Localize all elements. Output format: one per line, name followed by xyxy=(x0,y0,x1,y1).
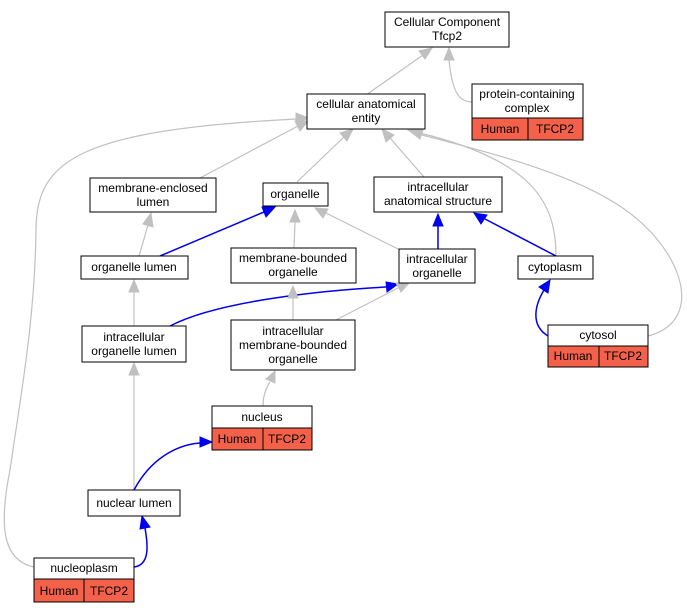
node-label-line: organelle xyxy=(270,187,320,201)
edge-cae-to-root xyxy=(365,54,424,96)
edge-nl-to-nucleus xyxy=(133,442,201,491)
arrow-head xyxy=(418,47,434,60)
node-intracellular-anatomical-structure[interactable]: intracellular anatomical structure xyxy=(373,176,503,213)
gene-label: TFCP2 xyxy=(536,122,574,136)
node-nuclear-lumen[interactable]: nuclear lumen xyxy=(87,489,181,517)
gene-label: TFCP2 xyxy=(268,432,306,446)
arrow-head xyxy=(261,206,277,218)
arrow-head xyxy=(287,284,299,299)
node-label-line: nucleus xyxy=(241,410,282,424)
arrow-head xyxy=(432,212,444,227)
edge-ias-to-cae xyxy=(389,137,425,178)
edge-iol-to-io xyxy=(169,286,387,327)
gene-badge-cell xyxy=(527,117,584,141)
node-label-line: organelle xyxy=(412,266,462,280)
species-label: Human xyxy=(554,349,593,363)
gene-label: TFCP2 xyxy=(90,584,128,598)
edge-imbo-to-io xyxy=(335,287,399,321)
node-label-line: anatomical structure xyxy=(384,194,492,208)
node-label-line: organelle xyxy=(268,352,318,366)
arrow-head xyxy=(339,128,354,142)
arrow-head xyxy=(385,281,400,293)
node-label-line: organelle xyxy=(268,265,318,279)
node-label-line: protein-containing xyxy=(479,87,574,101)
gene-badge-cell xyxy=(262,427,313,451)
node-cytosol[interactable]: cytosol Human TFCP2 xyxy=(547,324,649,368)
edge-nucleus-to-imbo xyxy=(262,381,271,407)
edge-cytoplasm-to-ias xyxy=(484,218,557,257)
edge-cytosol-to-cytoplasm xyxy=(535,289,549,337)
arrow-head xyxy=(313,207,329,219)
node-label-line: intracellular xyxy=(262,324,323,338)
node-organelle-lumen[interactable]: organelle lumen xyxy=(80,255,189,280)
node-label-line: cellular anatomical xyxy=(316,97,415,111)
arrow-head xyxy=(199,436,214,448)
edge-organelle-to-cae xyxy=(296,136,345,183)
edge-io-to-organelle xyxy=(325,212,401,251)
node-label-line: nucleoplasm xyxy=(50,561,117,575)
edge-ol-to-organelle xyxy=(159,211,265,257)
node-label-line: organelle lumen xyxy=(91,260,176,274)
node-label-line: lumen xyxy=(137,195,170,209)
edge-np-to-nl xyxy=(133,527,148,568)
edges xyxy=(3,46,683,568)
species-label: Human xyxy=(40,584,79,598)
arrow-head xyxy=(128,278,140,293)
node-cellular-component[interactable]: Cellular Component Tfcp2 xyxy=(384,11,510,48)
node-intracellular-organelle-lumen[interactable]: intracellular organelle lumen xyxy=(81,325,187,363)
node-nucleus[interactable]: nucleus Human TFCP2 xyxy=(211,405,313,451)
node-cellular-anatomical-entity[interactable]: cellular anatomical entity xyxy=(306,93,426,130)
arrow-head xyxy=(265,369,276,384)
arrow-head xyxy=(472,212,488,225)
node-intracellular-organelle[interactable]: intracellular organelle xyxy=(398,248,476,284)
node-organelle[interactable]: organelle xyxy=(262,182,329,207)
arrow-head xyxy=(443,46,455,61)
arrow-head xyxy=(395,282,411,293)
node-label-line: Tfcp2 xyxy=(432,29,462,43)
node-label-line: complex xyxy=(505,101,550,115)
gene-label: TFCP2 xyxy=(604,349,642,363)
arrow-head xyxy=(408,129,424,140)
arrow-head xyxy=(128,361,140,376)
node-label-line: cytosol xyxy=(579,328,616,342)
node-label-line: intracellular xyxy=(103,330,164,344)
arrow-head xyxy=(139,514,151,530)
node-membrane-enclosed-lumen[interactable]: membrane-enclosed lumen xyxy=(89,177,217,213)
edge-nucleoplasm-to-cae xyxy=(3,118,297,568)
gene-badge-cell xyxy=(83,578,135,603)
species-label: Human xyxy=(481,122,520,136)
edge-protein-complex-to-root xyxy=(448,59,473,103)
node-cytoplasm[interactable]: cytoplasm xyxy=(517,255,594,280)
node-label-line: intracellular xyxy=(407,180,468,194)
arrow-head xyxy=(295,112,310,125)
node-label-line: Cellular Component xyxy=(394,15,501,29)
node-label-line: membrane-enclosed xyxy=(98,181,207,195)
arrow-head xyxy=(142,211,154,228)
node-intracellular-membrane-bounded-organelle[interactable]: intracellular membrane-bounded organelle xyxy=(230,319,356,371)
node-nucleoplasm[interactable]: nucleoplasm Human TFCP2 xyxy=(33,557,135,603)
arrow-head xyxy=(381,128,395,143)
nodes: Cellular Component Tfcp2 protein-contain… xyxy=(33,11,649,603)
node-label-line: organelle lumen xyxy=(91,344,176,358)
node-label-line: intracellular xyxy=(406,252,467,266)
node-label-line: cytoplasm xyxy=(528,260,582,274)
gene-badge-cell xyxy=(598,345,649,368)
arrow-head xyxy=(289,208,301,223)
node-membrane-bounded-organelle[interactable]: membrane-bounded organelle xyxy=(230,247,357,284)
edge-ol-to-mel xyxy=(138,224,149,257)
edge-mbo-to-organelle xyxy=(293,221,296,249)
node-protein-containing-complex[interactable]: protein-containing complex Human TFCP2 xyxy=(471,83,584,141)
node-label-line: membrane-bounded xyxy=(239,338,347,352)
node-label-line: membrane-bounded xyxy=(239,251,347,265)
arrow-head xyxy=(538,278,551,294)
species-label: Human xyxy=(218,432,257,446)
edge-mel-to-cae xyxy=(199,125,299,179)
node-label-line: nuclear lumen xyxy=(96,496,171,510)
edge-cytosol-to-cae xyxy=(421,134,683,337)
node-label-line: entity xyxy=(352,111,381,125)
